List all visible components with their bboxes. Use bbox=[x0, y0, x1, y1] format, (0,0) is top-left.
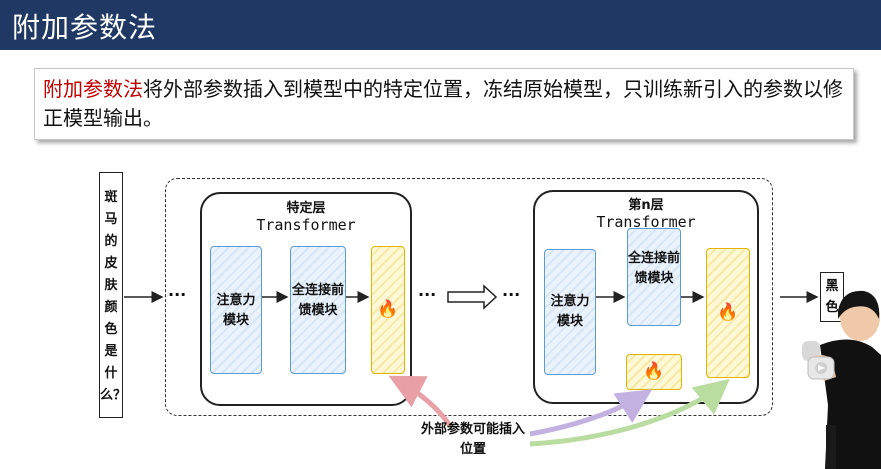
ffn-module: 全连接前馈模块 bbox=[627, 228, 681, 326]
attention-module-label: 注意力模块 bbox=[550, 294, 590, 329]
ellipsis: ··· bbox=[168, 285, 187, 304]
intro-highlight: 附加参数法 bbox=[43, 77, 143, 101]
layer-title: 特定层 bbox=[286, 201, 326, 216]
layer-subtitle: Transformer bbox=[596, 213, 696, 231]
input-question-text: 斑马的皮肤颜色是什么？ bbox=[100, 190, 127, 403]
ffn-module: 全连接前馈模块 bbox=[290, 246, 346, 374]
page-title: 附加参数法 bbox=[12, 11, 158, 44]
intro-text: 附加参数法将外部参数插入到模型中的特定位置，冻结原始模型，只训练新引入的参数以修… bbox=[43, 75, 849, 133]
intro-box: 附加参数法将外部参数插入到模型中的特定位置，冻结原始模型，只训练新引入的参数以修… bbox=[34, 68, 854, 140]
intro-body: 将外部参数插入到模型中的特定位置，冻结原始模型，只训练新引入的参数以修正模型输出… bbox=[43, 77, 843, 130]
ffn-module-label: 全连接前馈模块 bbox=[628, 251, 681, 286]
input-question-box: 斑马的皮肤颜色是什么？ bbox=[99, 172, 127, 418]
ellipsis: ··· bbox=[418, 285, 437, 304]
right-arrow-icon bbox=[447, 284, 498, 310]
ffn-module-label: 全连接前馈模块 bbox=[291, 283, 344, 318]
fire-icon: 🔥 bbox=[643, 361, 665, 382]
fire-icon: 🔥 bbox=[377, 299, 399, 320]
insertion-arrow-purple bbox=[529, 389, 653, 437]
external-params-label: 外部参数可能插入位置 bbox=[420, 422, 525, 457]
layer-subtitle: Transformer bbox=[256, 216, 356, 234]
attention-module: 注意力模块 bbox=[210, 246, 262, 374]
insertion-arrow-red bbox=[388, 375, 453, 428]
ellipsis: ··· bbox=[502, 285, 521, 304]
insertion-arrow-green bbox=[529, 378, 730, 447]
attention-module-label: 注意力模块 bbox=[216, 293, 256, 328]
model-frame bbox=[165, 178, 773, 416]
attention-module: 注意力模块 bbox=[544, 249, 596, 375]
layer-title: 第n层 bbox=[628, 198, 664, 213]
presenter-image bbox=[802, 290, 881, 469]
output-answer-text: 黑色 bbox=[825, 279, 839, 315]
title-bar: 附加参数法 bbox=[0, 0, 881, 50]
adapter-module: 🔥 bbox=[706, 248, 750, 378]
adapter-module: 🔥 bbox=[371, 246, 405, 374]
adapter-module: 🔥 bbox=[626, 354, 682, 390]
fire-icon: 🔥 bbox=[717, 302, 739, 323]
